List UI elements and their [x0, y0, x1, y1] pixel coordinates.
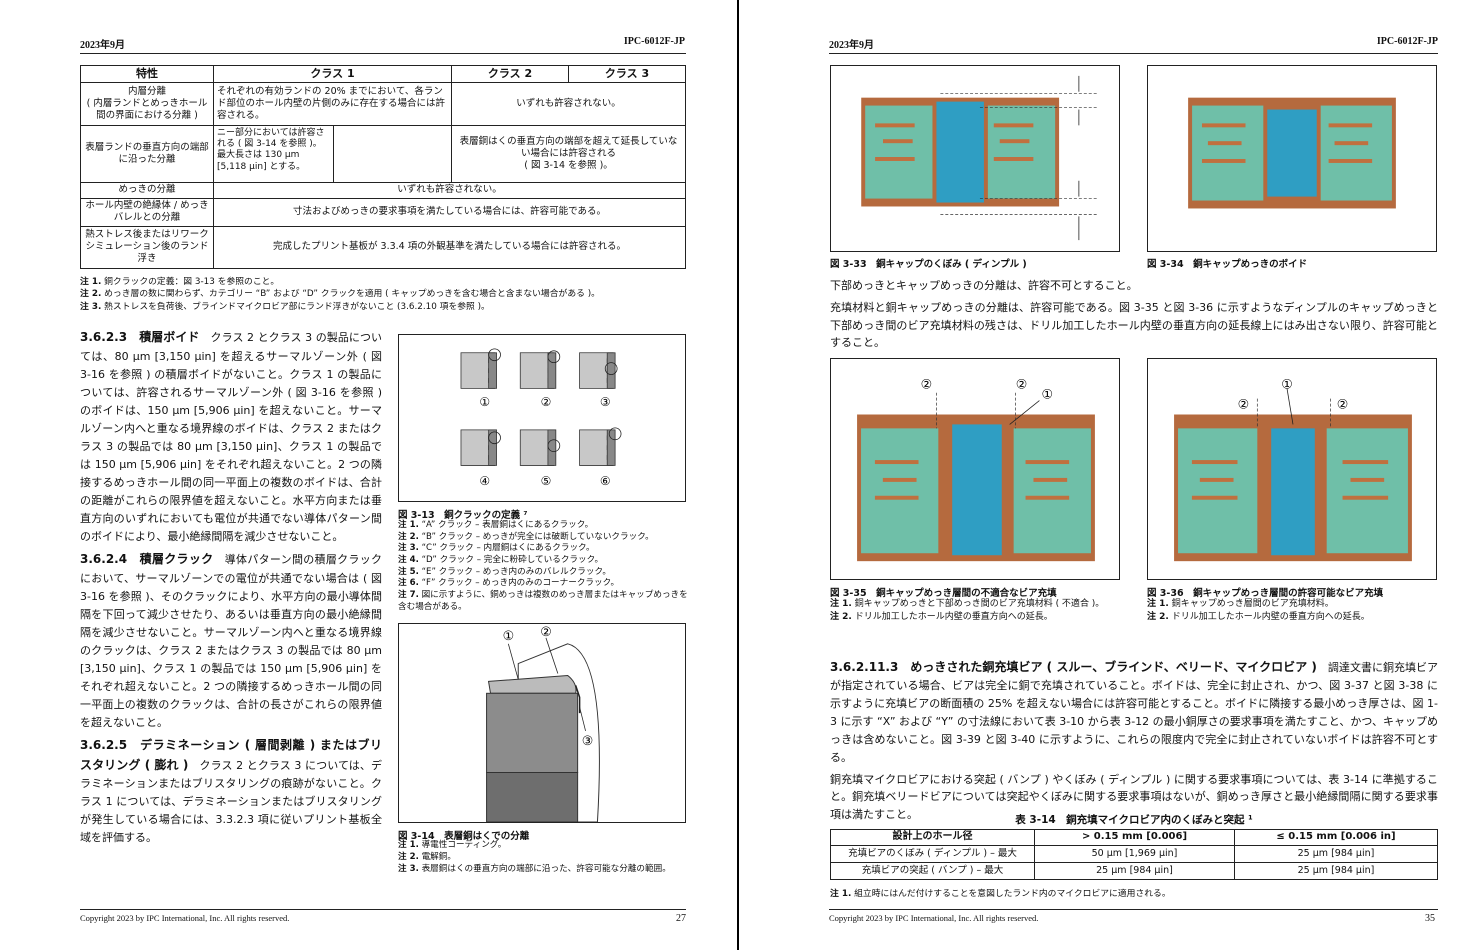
table-row: めっきの分離 いずれも許容されない。	[80, 181, 686, 199]
page-number: 27	[676, 913, 686, 924]
svg-text:②: ②	[541, 395, 552, 409]
header-doc-id: IPC-6012F-JP	[1376, 36, 1438, 47]
svg-text:④: ④	[479, 474, 490, 488]
footer-rule	[80, 909, 686, 910]
table-3-14-title: 表 3-14 銅充填マイクロビア内のくぼみと突起 ¹	[1015, 814, 1253, 826]
footer-rule	[829, 909, 1438, 910]
table-row: 内層分離 ( 内層ランドとめっきホール間の界面における分離 ) それぞれの有効ラ…	[80, 81, 686, 126]
figure-3-35-nonconforming-fill: ② ② ①	[830, 358, 1120, 580]
figure-3-35-caption: 図 3-35 銅キャップめっき層間の不適合なビア充填	[830, 588, 1057, 599]
section-3-6-2-5: 3.6.2.5 デラミネーション ( 層間剥離 ) またはブリスタリング ( 膨…	[80, 737, 382, 845]
header-rule	[829, 53, 1438, 54]
figure-3-33-caption: 図 3-33 銅キャップのくぼみ ( ディンプル )	[830, 259, 1027, 270]
figure-3-33-copper-cap-dimple	[830, 65, 1120, 252]
svg-text:②: ②	[1016, 378, 1028, 393]
svg-text:②: ②	[540, 625, 552, 640]
page-35: 2023年9月 IPC-6012F-JP 図 3-33 銅キャップのくぼみ ( …	[739, 0, 1474, 950]
header-doc-id: IPC-6012F-JP	[623, 36, 685, 47]
svg-text:①: ①	[1042, 388, 1054, 403]
header-date: 2023年9月	[829, 40, 874, 51]
table-3-14: 設計上のホール径 > 0.15 mm [0.006] ≤ 0.15 mm [0.…	[830, 829, 1438, 880]
figure-3-34-caption: 図 3-34 銅キャップめっきのボイド	[1147, 259, 1308, 270]
page-27: 2023年9月 IPC-6012F-JP 特性 クラス 1 クラス 2 クラス …	[80, 36, 688, 924]
th-class2: クラス 2	[451, 65, 569, 83]
section-3-6-2-3: 3.6.2.3 積層ボイド クラス 2 とクラス 3 の製品については、80 µ…	[80, 330, 383, 543]
svg-text:③: ③	[600, 395, 611, 409]
svg-text:⑥: ⑥	[600, 474, 611, 488]
th-class3: クラス 3	[567, 65, 687, 83]
figure-3-14-surface-separation: ① ② ③	[398, 623, 686, 823]
left-body-text: 3.6.2.3 積層ボイド クラス 2 とクラス 3 の製品については、80 µ…	[80, 328, 382, 851]
right-body-bottom: 3.6.2.11.3 めっきされた銅充填ビア ( スルー、ブラインド、ベリード、…	[830, 660, 1439, 822]
svg-text:①: ①	[1281, 378, 1293, 393]
right-body-top: 下部めっきとキャップめっきの分離は、許容不可とすること。 充填材料と銅キャップめ…	[830, 279, 1438, 350]
figure-3-13-crack-definitions: ① ② ③ ④ ⑤ ⑥	[398, 334, 686, 502]
th-characteristic: 特性	[80, 65, 214, 83]
svg-text:②: ②	[1337, 398, 1349, 413]
svg-text:②: ②	[921, 378, 933, 393]
th-class1: クラス 1	[213, 65, 452, 83]
header-rule	[80, 53, 686, 54]
figure-3-14-caption: 図 3-14 表層銅はくでの分離	[398, 831, 530, 842]
svg-text:①: ①	[503, 629, 515, 644]
figure-3-34-copper-cap-void	[1147, 65, 1437, 252]
table-row: ホール内壁の絶縁体 / めっきバレルとの分離 寸法およびめっきの要求事項を満たし…	[80, 197, 686, 227]
table-row: 熱ストレス後またはリワークシミュレーション後のランド浮き 完成したプリント基板が…	[80, 225, 686, 269]
svg-text:⑤: ⑤	[541, 474, 552, 488]
svg-text:①: ①	[479, 395, 490, 409]
figure-3-13-notes: 注 1. “A” クラック – 表層銅はくにあるクラック。 注 2. “B” ク…	[398, 520, 688, 612]
table-row: 表層ランドの垂直方向の端部に沿った分離 ニー部分においては許容される ( 図 3…	[80, 124, 686, 183]
page-number: 35	[1425, 913, 1435, 924]
header-date: 2023年9月	[80, 40, 125, 51]
table-notes: 注 1. 銅クラックの定義：図 3-13 を参照のこと。 注 2. めっき層の数…	[80, 277, 600, 312]
spec-table: 特性 クラス 1 クラス 2 クラス 3 内層分離 ( 内層ランドとめっきホール…	[80, 65, 687, 269]
footer-copyright: Copyright 2023 by IPC International, Inc…	[829, 913, 1039, 923]
table-3-14-note: 注 1. 組立時にはんだ付けすることを意図したランド内のマイクロビアに適用される…	[830, 889, 1171, 899]
figure-3-35-notes: 注 1. 銅キャップめっきと下部めっき間のビア充填材料 ( 不適合 )。 注 2…	[830, 599, 1105, 622]
figure-3-36-acceptable-fill: ① ② ②	[1147, 358, 1437, 580]
figure-3-14-notes: 注 1. 導電性コーティング。 注 2. 電解銅。 注 3. 表層銅はくの垂直方…	[398, 840, 671, 874]
figure-3-36-notes: 注 1. 銅キャップめっき層間のビア充填材料。 注 2. ドリル加工したホール内…	[1147, 599, 1370, 622]
figure-3-13-caption: 図 3-13 銅クラックの定義 ⁷	[398, 510, 528, 521]
page-gutter	[737, 0, 739, 950]
svg-text:③: ③	[582, 734, 594, 749]
figure-3-36-caption: 図 3-36 銅キャップめっき層間の許容可能なビア充填	[1147, 588, 1384, 599]
footer-copyright: Copyright 2023 by IPC International, Inc…	[80, 913, 290, 923]
section-3-6-2-4: 3.6.2.4 積層クラック 導体パターン間の積層クラックにおいて、サーマルゾー…	[80, 552, 383, 729]
section-3-6-2-11-3: 3.6.2.11.3 めっきされた銅充填ビア ( スルー、ブラインド、ベリード、…	[830, 660, 1439, 764]
svg-text:②: ②	[1238, 398, 1250, 413]
